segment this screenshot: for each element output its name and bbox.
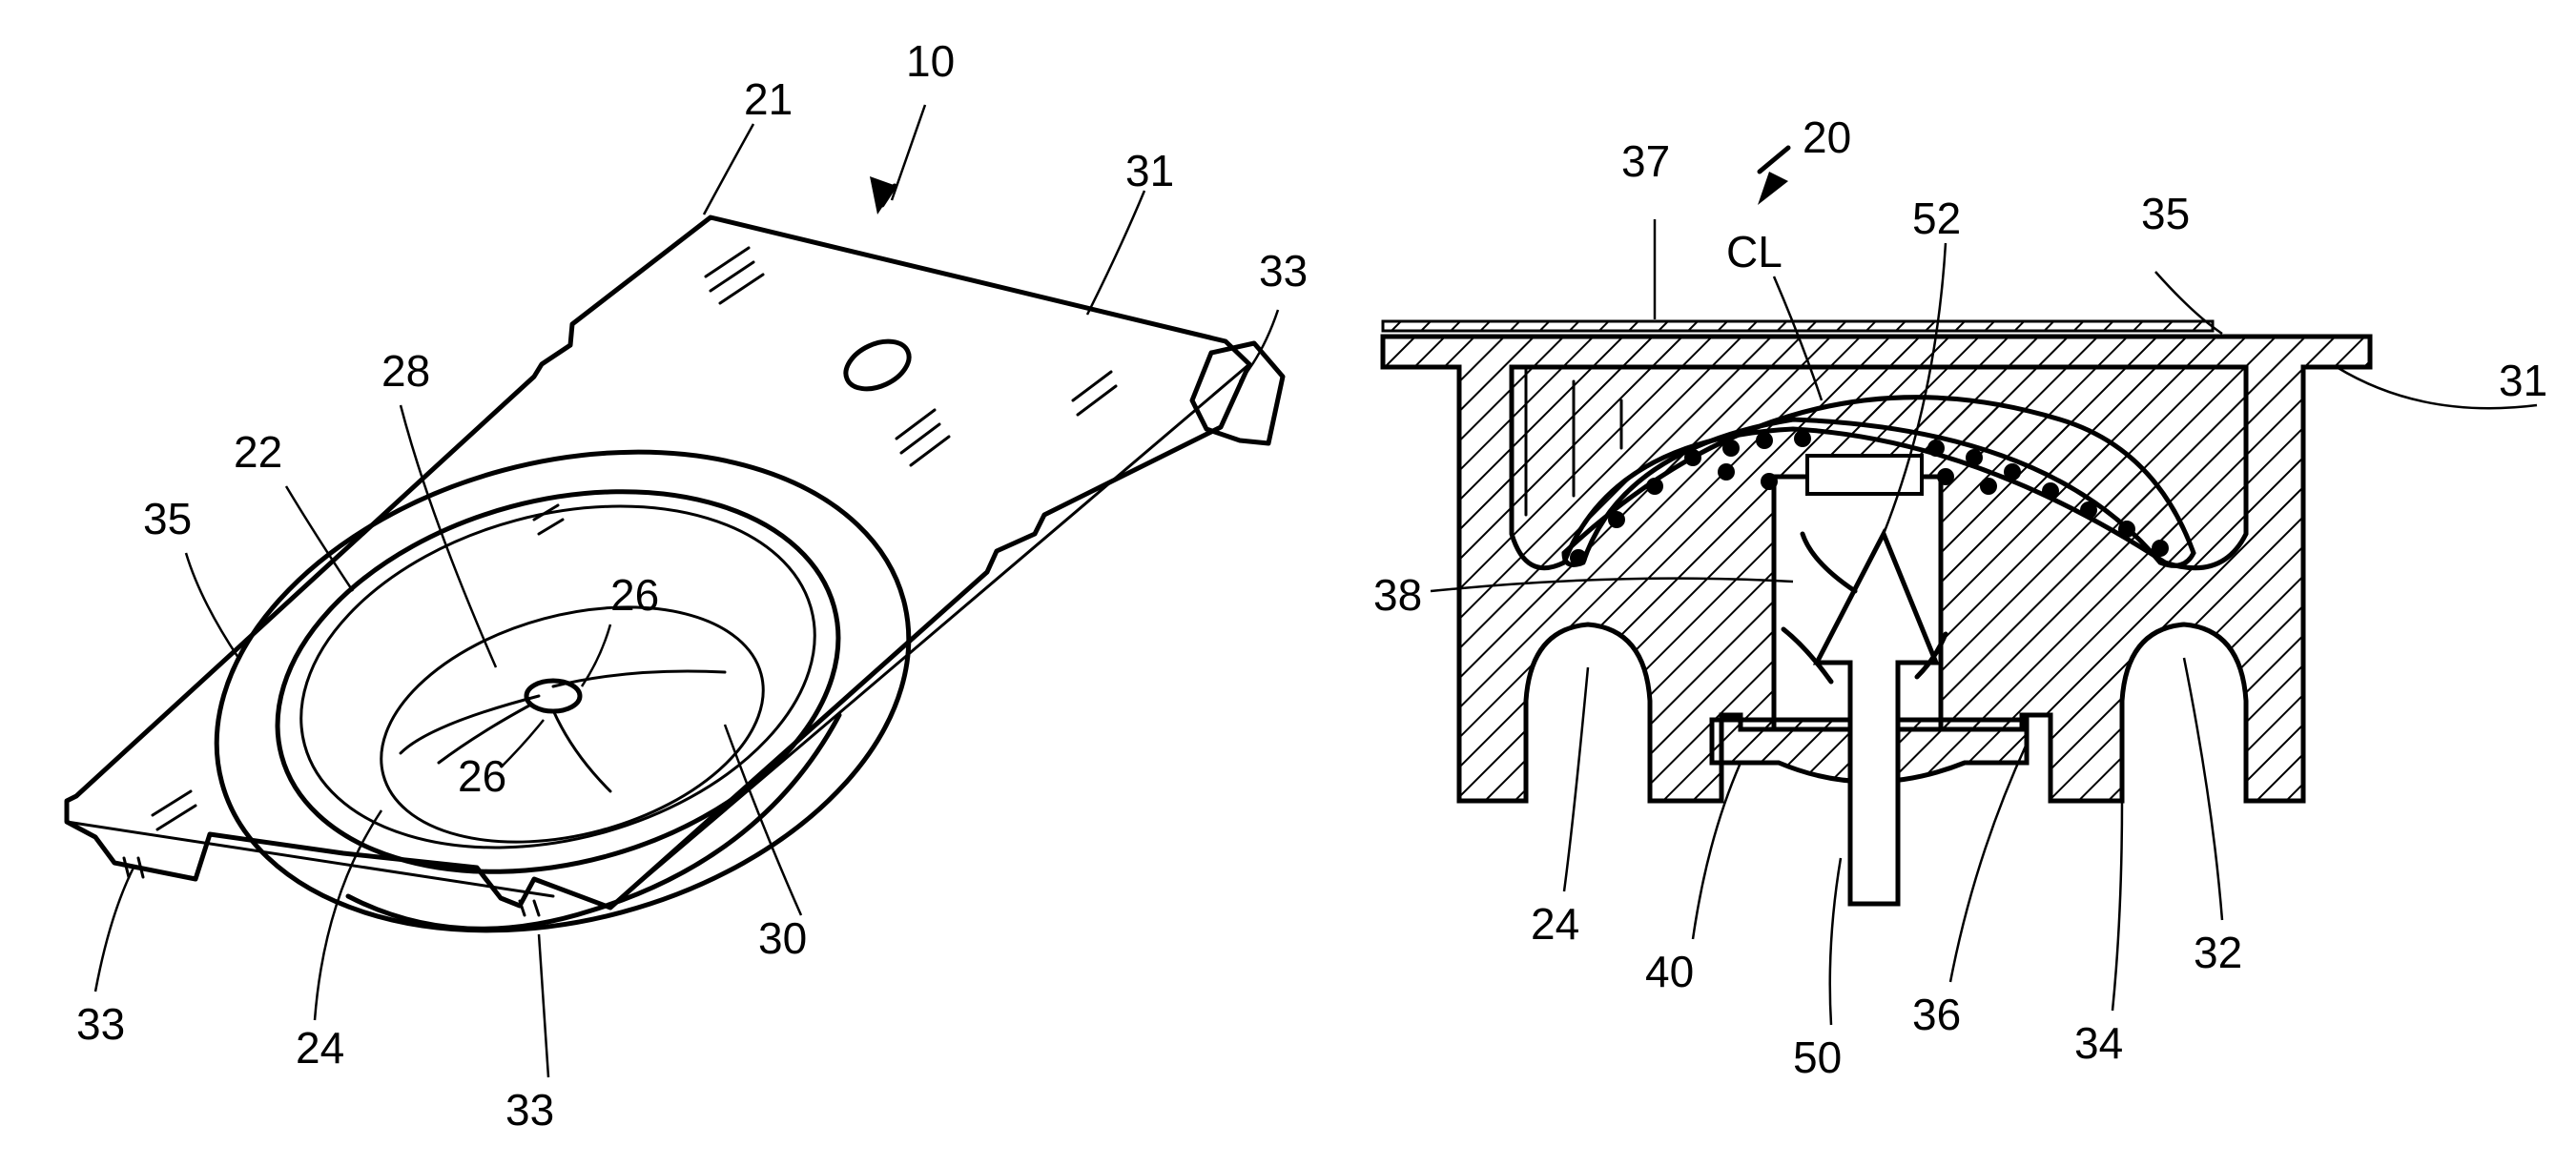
label-33-front-left: 33 [76,999,125,1049]
membrane-dot [1722,440,1740,457]
membrane-dot [1718,463,1735,481]
right-figure-section-view [1383,321,2370,904]
slit-down [553,710,610,791]
label-24-right: 24 [1531,899,1579,949]
membrane-dot [1761,473,1778,490]
plate-outline [67,217,1249,908]
label-22: 22 [234,427,282,477]
label-34: 34 [2074,1018,2123,1068]
top-film [1383,321,2213,331]
membrane-dot [1608,511,1625,528]
label-26-bottom: 26 [458,751,506,801]
label-30: 30 [758,913,807,963]
label-33-right: 33 [1259,246,1308,296]
label-20: 20 [1803,113,1851,162]
label-36: 36 [1912,990,1961,1039]
membrane-dot [1684,449,1701,466]
membrane-dot [2152,540,2169,557]
label-10: 10 [906,36,955,86]
label-38: 38 [1373,570,1422,620]
plate-hole [838,332,917,398]
label-52: 52 [1912,194,1961,243]
label-26-top: 26 [610,570,659,620]
membrane-dot [1570,549,1587,566]
label-CL: CL [1726,227,1783,276]
label-31-right: 31 [2499,356,2547,405]
membrane-dot [2004,463,2021,481]
plate-right-edge [610,364,1249,908]
label-40: 40 [1645,947,1694,996]
membrane-dot [1927,440,1945,457]
slit-left [401,696,539,753]
inner-ring-2 [262,453,853,902]
arrow-head-20 [1758,172,1788,205]
membrane-dot [1937,468,1954,485]
label-21: 21 [744,74,793,124]
membrane-dot [2042,482,2059,500]
left-figure-perspective-view [67,217,1283,1004]
membrane-dot [1980,478,1997,495]
membrane-dot [1966,449,1983,466]
label-35-right: 35 [2141,189,2190,238]
label-28: 28 [381,346,430,396]
label-35-left: 35 [143,494,192,543]
membrane-dot [1756,432,1773,449]
membrane-dot [2080,501,2097,519]
membrane-dome [355,568,790,881]
membrane-dot [1646,478,1663,495]
label-37: 37 [1621,136,1670,186]
label-31-left: 31 [1125,146,1174,195]
label-32: 32 [2194,928,2242,977]
label-24-left: 24 [296,1023,344,1073]
label-33-front-right: 33 [505,1085,554,1135]
membrane-dot [1794,430,1811,447]
slit-upper [553,671,725,686]
label-50: 50 [1793,1033,1842,1082]
membrane-dot [2118,521,2135,538]
